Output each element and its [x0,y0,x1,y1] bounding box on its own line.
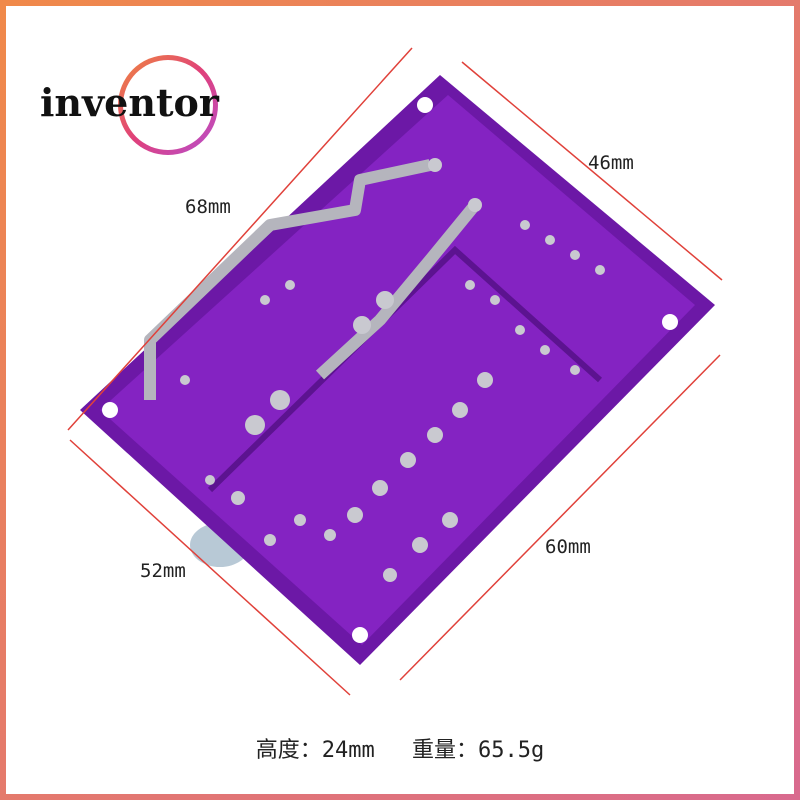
dimension-lines [67,47,723,696]
pcb-copper-area [100,95,695,645]
mounting-hole [662,314,678,330]
dimension-label-top-left: 68mm [185,196,231,218]
dimension-label-bottom-left: 52mm [140,560,186,582]
height-spec: 高度：24mm [255,738,375,763]
dimension-label-bottom-right: 60mm [545,536,591,558]
spec-caption: 高度：24mm 重量：65.5g [0,732,800,764]
logo-text: inventor [40,80,219,125]
mounting-hole [352,627,368,643]
isolation-gap [207,245,603,493]
solder-trace [144,159,432,400]
logo-ring [118,55,218,155]
weight-spec: 重量：65.5g [412,738,545,763]
solder-trace-2 [315,201,480,380]
mounting-hole [417,97,433,113]
brand-logo: inventor [40,55,240,155]
dimension-label-top-right: 46mm [588,152,634,174]
solder-pads [180,158,605,582]
mounting-hole [102,402,118,418]
